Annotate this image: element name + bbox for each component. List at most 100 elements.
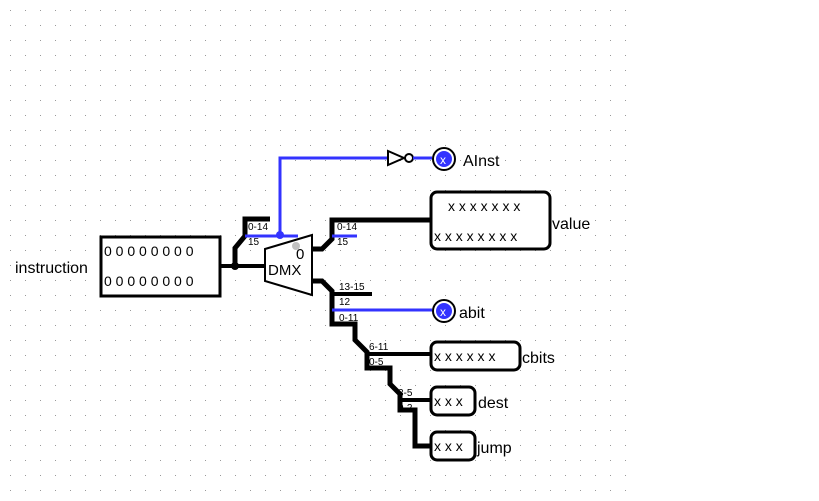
grid-dot <box>145 370 146 371</box>
grid-dot <box>505 85 506 86</box>
grid-dot <box>580 430 581 431</box>
grid-dot <box>160 205 161 206</box>
jump-output-pin[interactable]: x x x <box>429 430 477 462</box>
grid-dot <box>535 55 536 56</box>
grid-dot <box>535 355 536 356</box>
grid-dot <box>250 340 251 341</box>
grid-dot <box>625 355 626 356</box>
abit-label: abit <box>459 305 485 322</box>
grid-dot <box>595 10 596 11</box>
grid-dot <box>340 250 341 251</box>
grid-dot <box>190 220 191 221</box>
cbits-output-pin[interactable]: x x x x x x <box>429 340 522 372</box>
grid-dot <box>370 205 371 206</box>
grid-dot <box>610 430 611 431</box>
grid-dot <box>295 430 296 431</box>
value-bus-wire[interactable]: 0-14 15 <box>312 217 432 252</box>
demux[interactable]: 0 DMX <box>264 233 313 297</box>
grid-dot <box>115 325 116 326</box>
grid-dot <box>265 130 266 131</box>
grid-dot <box>385 280 386 281</box>
grid-dot <box>250 250 251 251</box>
grid-dot <box>580 145 581 146</box>
input-splitter[interactable]: 0-14 15 <box>232 216 298 266</box>
grid-dot <box>490 400 491 401</box>
not-gate[interactable] <box>387 149 432 167</box>
grid-dot <box>610 460 611 461</box>
grid-dot <box>25 430 26 431</box>
grid-dot <box>580 250 581 251</box>
grid-dot <box>355 115 356 116</box>
grid-dot <box>415 325 416 326</box>
dest-output-pin[interactable]: x x x <box>429 385 477 417</box>
grid-dot <box>160 85 161 86</box>
grid-dot <box>340 385 341 386</box>
grid-dot <box>295 310 296 311</box>
grid-dot <box>160 340 161 341</box>
grid-dot <box>85 100 86 101</box>
grid-dot <box>370 85 371 86</box>
grid-dot <box>400 265 401 266</box>
grid-dot <box>70 280 71 281</box>
select-wire[interactable] <box>276 156 388 239</box>
grid-dot <box>280 70 281 71</box>
grid-dot <box>220 490 221 491</box>
grid-dot <box>190 25 191 26</box>
grid-dot <box>520 460 521 461</box>
grid-dot <box>565 355 566 356</box>
grid-dot <box>400 325 401 326</box>
grid-dot <box>370 325 371 326</box>
grid-dot <box>235 445 236 446</box>
grid-dot <box>490 310 491 311</box>
grid-dot <box>445 100 446 101</box>
grid-dot <box>25 100 26 101</box>
grid-dot <box>550 55 551 56</box>
grid-dot <box>280 475 281 476</box>
grid-dot <box>625 415 626 416</box>
grid-dot <box>400 205 401 206</box>
grid-dot <box>340 100 341 101</box>
value-output-pin[interactable]: x x x x x x x x x x x x x x x <box>429 190 552 251</box>
instruction-bus-wire[interactable] <box>220 262 265 270</box>
grid-dot <box>85 295 86 296</box>
grid-dot <box>205 355 206 356</box>
abit-output-pin[interactable]: x <box>432 299 456 323</box>
grid-dot <box>175 115 176 116</box>
grid-dot <box>190 175 191 176</box>
grid-dot <box>220 370 221 371</box>
grid-dot <box>550 415 551 416</box>
grid-dot <box>415 160 416 161</box>
grid-dot <box>415 85 416 86</box>
c-instruction-bus-wire[interactable]: 13-15 12 0-11 6-11 0-5 3-5 0-2 <box>312 278 432 449</box>
grid-dot <box>55 55 56 56</box>
grid-dot <box>10 145 11 146</box>
grid-dot <box>550 115 551 116</box>
grid-dot <box>400 115 401 116</box>
grid-dot <box>550 25 551 26</box>
grid-dot <box>220 10 221 11</box>
grid-dot <box>610 85 611 86</box>
grid-dot <box>580 85 581 86</box>
grid-dot <box>160 385 161 386</box>
grid-dot <box>610 235 611 236</box>
grid-dot <box>415 205 416 206</box>
grid-dot <box>280 400 281 401</box>
grid-dot <box>610 10 611 11</box>
grid-dot <box>220 70 221 71</box>
grid-dot <box>220 130 221 131</box>
grid-dot <box>535 445 536 446</box>
grid-dot <box>370 70 371 71</box>
ainst-output-pin[interactable]: x <box>432 147 456 171</box>
grid-dot <box>205 145 206 146</box>
grid-dot <box>295 145 296 146</box>
grid-dot <box>190 145 191 146</box>
grid-dot <box>190 340 191 341</box>
grid-dot <box>490 40 491 41</box>
instruction-input-pin[interactable]: 0 0 0 0 0 0 0 0 0 0 0 0 0 0 0 0 <box>99 235 222 298</box>
grid-dot <box>535 490 536 491</box>
grid-dot <box>250 205 251 206</box>
grid-dot <box>310 490 311 491</box>
grid-dot <box>625 160 626 161</box>
grid-dot <box>130 475 131 476</box>
